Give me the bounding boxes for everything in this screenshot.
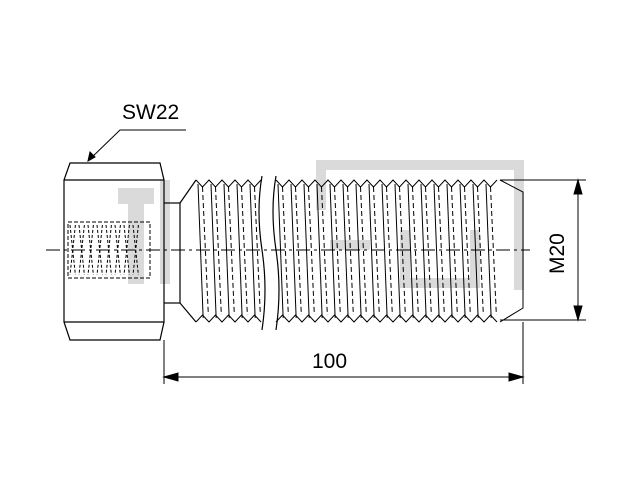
thread-size-label: M20 [546, 233, 569, 274]
thread-flank-hidden [347, 186, 354, 316]
external-thread-left [195, 179, 262, 323]
thread-flank-hidden [308, 186, 315, 316]
thread-flank-hidden [215, 186, 222, 316]
thread-flank [407, 183, 414, 319]
wrench-size-label: SW22 [122, 101, 180, 124]
thread-flank [197, 183, 204, 319]
thread-flank-hidden [412, 186, 419, 316]
thread-flank-hidden [202, 186, 209, 316]
length-dimension [162, 322, 525, 384]
thread-flank-hidden [254, 186, 261, 316]
thread-flank-hidden [295, 186, 302, 316]
thread-flank-hidden [464, 186, 471, 316]
diameter-dimension [500, 178, 586, 322]
thread-flank-hidden [360, 186, 367, 316]
thread-flank [446, 183, 453, 319]
thread-flank-hidden [334, 186, 341, 316]
thread-crest-top [275, 179, 498, 188]
internal-thread-flank [114, 224, 121, 276]
thread-flank [459, 183, 466, 319]
thread-flank-hidden [228, 186, 235, 316]
thread-flank-hidden [386, 186, 393, 316]
thread-flank [355, 183, 362, 319]
thread-flank [420, 183, 427, 319]
thread-flank [342, 183, 349, 319]
thread-flank [303, 183, 310, 319]
shank-neck [164, 179, 197, 323]
external-thread-right [275, 179, 524, 323]
thread-flank [472, 183, 479, 319]
thread-flank [329, 183, 336, 319]
thread-flank [316, 183, 323, 319]
wrench-size-leader [87, 129, 186, 162]
break-lines [258, 175, 280, 331]
thread-flank-hidden [477, 186, 484, 316]
internal-thread-flank [132, 224, 139, 276]
thread-flank [290, 183, 297, 319]
thread-crest-top [195, 179, 262, 188]
thread-flank [394, 183, 401, 319]
thread-flank [236, 183, 243, 319]
thread-flank-hidden [241, 186, 248, 316]
thread-flank-hidden [490, 186, 497, 316]
thread-flank [249, 183, 256, 319]
thread-crest-bottom [195, 314, 262, 323]
thread-flank-hidden [399, 186, 406, 316]
thread-flank [485, 183, 492, 319]
hex-head [63, 162, 165, 341]
watermark [118, 160, 524, 290]
thread-flank [277, 183, 284, 319]
thread-flank [433, 183, 440, 319]
thread-flank [223, 183, 230, 319]
thread-flank-hidden [282, 186, 289, 316]
thread-flank-hidden [373, 186, 380, 316]
thread-flank-hidden [438, 186, 445, 316]
thread-flank [368, 183, 375, 319]
thread-flank-hidden [321, 186, 328, 316]
thread-flank [381, 183, 388, 319]
thread-crest-bottom [275, 314, 498, 323]
thread-flank [210, 183, 217, 319]
thread-flank-hidden [451, 186, 458, 316]
overall-length-label: 100 [312, 350, 348, 373]
thread-flank-hidden [425, 186, 432, 316]
